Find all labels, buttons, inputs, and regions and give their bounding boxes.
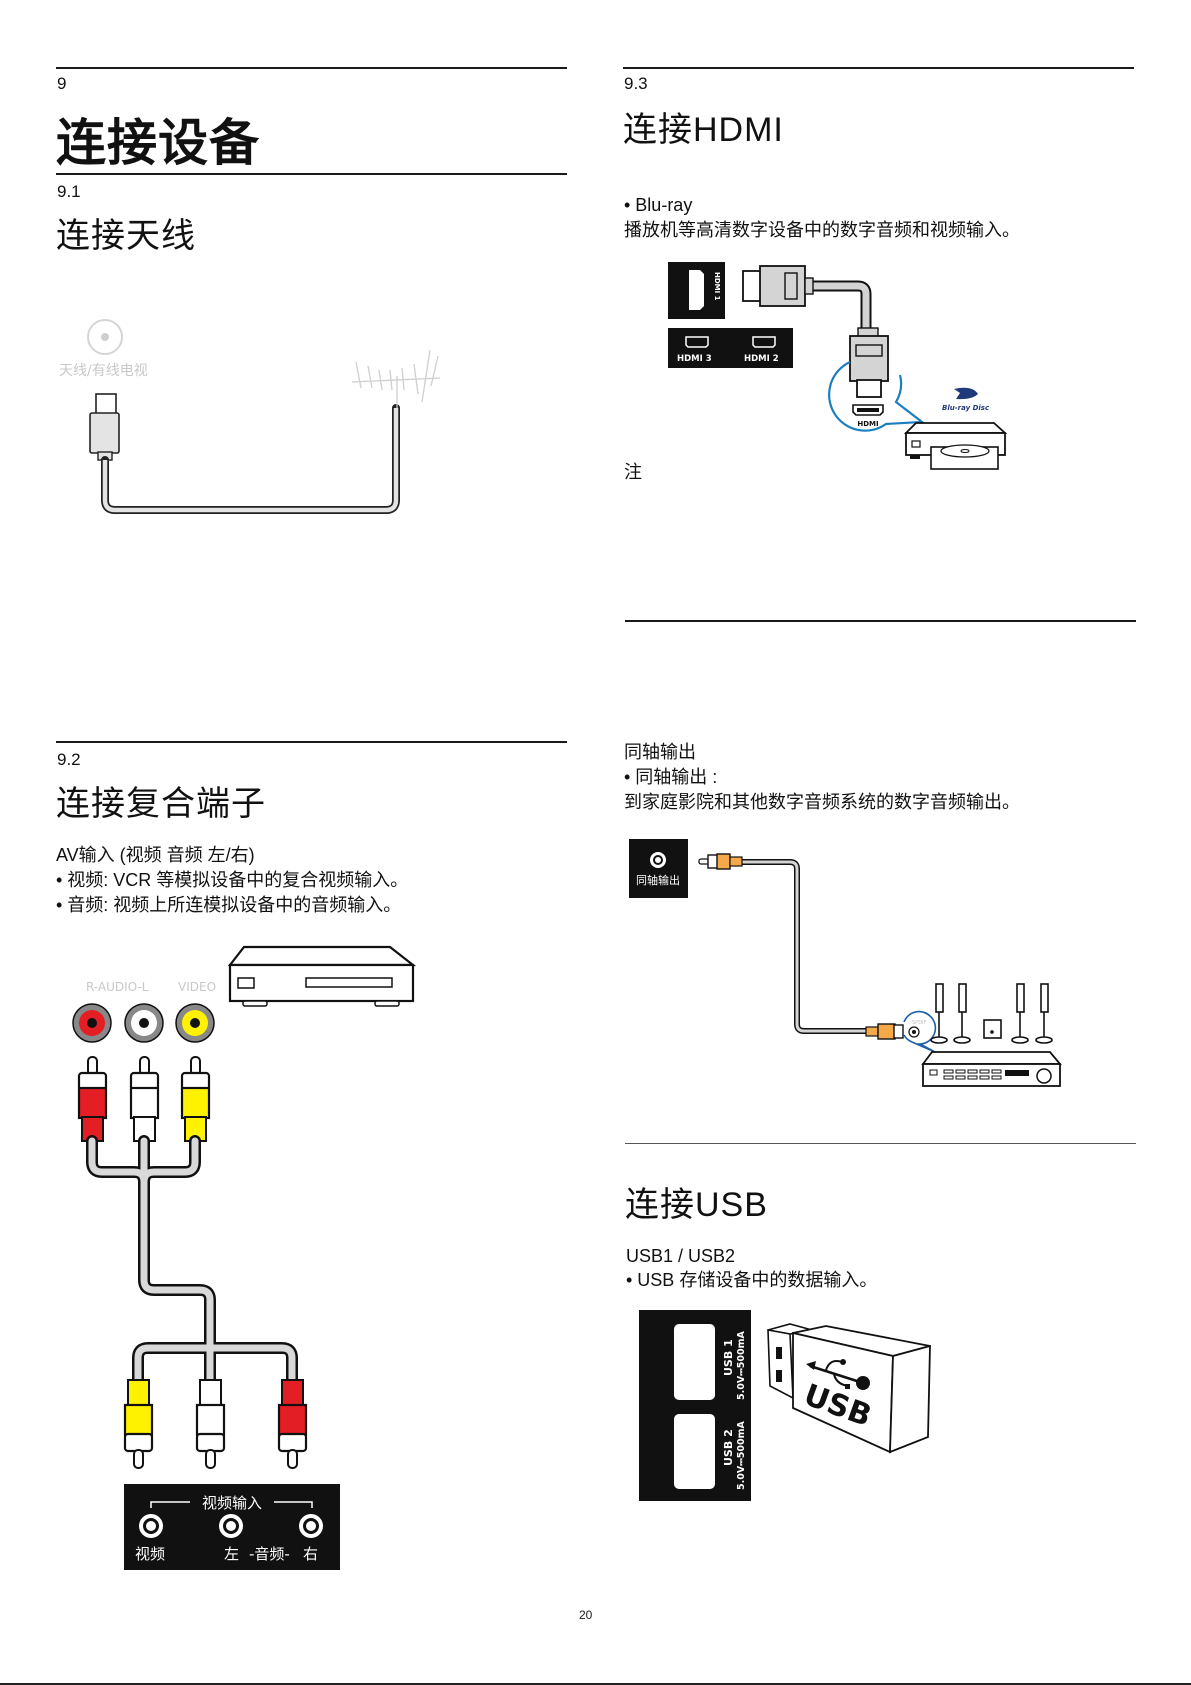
white-plug-top-icon bbox=[129, 1056, 160, 1142]
usb-stick-icon: USB bbox=[767, 1323, 931, 1454]
hdmi-bluray-line: • Blu-ray bbox=[624, 195, 693, 215]
bluray-player-icon bbox=[903, 422, 1008, 470]
tv-hdmi1-port-panel: HDMI 1 bbox=[668, 262, 725, 319]
yellow-plug-bottom-icon bbox=[123, 1379, 154, 1469]
page-bottom-edge bbox=[0, 1683, 1191, 1685]
section-9-2-number: 9.2 bbox=[57, 750, 81, 769]
usb-trident-icon bbox=[806, 1359, 870, 1390]
hdmi2-port-label: HDMI 2 bbox=[744, 354, 779, 364]
hdmi-plug-horizontal-icon bbox=[742, 265, 814, 307]
coax-plug-right-icon bbox=[865, 1023, 904, 1040]
section-9-2-rule bbox=[56, 741, 567, 743]
composite-cable bbox=[86, 1135, 298, 1386]
tv-video-jack-icon bbox=[139, 1514, 163, 1538]
hdmi3-port-label: HDMI 3 bbox=[677, 354, 712, 364]
hdmi-callout-bubble: HDMI bbox=[828, 361, 926, 432]
usb1-port-label: USB 1 bbox=[722, 1339, 735, 1376]
vcr-device-icon bbox=[227, 945, 417, 1007]
composite-video-line: • 视频: VCR 等模拟设备中的复合视频输入。 bbox=[56, 870, 409, 890]
hdmi-diagram: HDMI 1 HDMI 3 HDMI 2 HDMI bbox=[660, 250, 1020, 480]
usb1-port-spec: 5.0V⎓500mA bbox=[736, 1331, 747, 1400]
usb2-port-spec: 5.0V⎓500mA bbox=[736, 1421, 747, 1490]
coax-description-line: 到家庭影院和其他数字音频系统的数字音频输出。 bbox=[624, 792, 1020, 812]
section-9-2-title: 连接复合端子 bbox=[56, 785, 266, 823]
av-receiver-icon bbox=[921, 1051, 1062, 1087]
hdmi-callout-label: HDMI bbox=[857, 420, 878, 428]
coax-plug-icon bbox=[89, 393, 120, 461]
section-9-1-title: 连接天线 bbox=[56, 217, 196, 255]
section-9-3-title: 连接HDMI bbox=[623, 111, 784, 149]
page-number: 20 bbox=[579, 1608, 593, 1622]
white-jack-icon bbox=[124, 1003, 164, 1043]
yellow-plug-top-icon bbox=[180, 1056, 211, 1142]
hdmi-note-label: 注 bbox=[624, 462, 642, 482]
usb-diagram: USB 1 5.0V⎓500mA USB 2 5.0V⎓500mA USB bbox=[630, 1300, 950, 1510]
coax-port-icon bbox=[87, 319, 123, 355]
section-9-3-rule bbox=[623, 67, 1134, 69]
device-audio-jack-label: R-AUDIO-L bbox=[86, 980, 149, 994]
speaker-icons bbox=[930, 983, 1053, 1044]
spdif-callout-bubble: SPDIF bbox=[903, 1010, 937, 1053]
bluray-logo-icon: Blu-ray Disc bbox=[942, 387, 990, 412]
usb-description-line: • USB 存储设备中的数据输入。 bbox=[626, 1270, 878, 1290]
red-plug-top-icon bbox=[77, 1056, 108, 1142]
usb2-port-label: USB 2 bbox=[722, 1429, 735, 1466]
composite-av-input-line: AV输入 (视频 音频 左/右) bbox=[56, 845, 255, 865]
antenna-diagram: 天线/有线电视 bbox=[56, 310, 446, 520]
antenna-cable bbox=[101, 404, 400, 514]
tv-panel-title: 视频输入 bbox=[202, 1494, 262, 1512]
white-plug-bottom-icon bbox=[195, 1379, 226, 1469]
coax-bullet-line: • 同轴输出 : bbox=[624, 767, 718, 787]
tv-panel-right-label: 右 bbox=[303, 1545, 318, 1563]
device-video-jack-label: VIDEO bbox=[178, 980, 216, 994]
svg-text:HDMI 1: HDMI 1 bbox=[713, 272, 721, 301]
composite-diagram: R-AUDIO-L VIDEO bbox=[60, 940, 440, 1580]
tv-usb-port-panel: USB 1 5.0V⎓500mA USB 2 5.0V⎓500mA bbox=[639, 1310, 751, 1501]
section-9-1-rule bbox=[56, 173, 567, 175]
bluray-logo-text: Blu-ray Disc bbox=[942, 404, 990, 412]
usb-section-rule bbox=[625, 1143, 1136, 1144]
coax-heading: 同轴输出 bbox=[624, 742, 696, 762]
tv-coax-out-label: 同轴输出 bbox=[636, 873, 680, 887]
tv-panel-left-label: 左 bbox=[224, 1545, 239, 1563]
spdif-label: SPDIF bbox=[912, 1020, 927, 1026]
usb-ports-line: USB1 / USB2 bbox=[626, 1246, 736, 1266]
red-jack-icon bbox=[72, 1003, 112, 1043]
tv-coax-out-panel: 同轴输出 bbox=[629, 839, 688, 898]
tv-right-audio-jack-icon bbox=[299, 1514, 323, 1538]
tv-av-input-panel: 视频输入 视频 左 -音频- 右 bbox=[124, 1484, 340, 1570]
section-9-3-number: 9.3 bbox=[624, 74, 648, 93]
tv-hdmi2-3-port-panel: HDMI 3 HDMI 2 bbox=[668, 328, 793, 368]
chapter-title: 连接设备 bbox=[56, 115, 260, 171]
hdmi-description-line: 播放机等高清数字设备中的数字音频和视频输入。 bbox=[624, 220, 1020, 240]
hdmi-note-rule bbox=[625, 620, 1136, 622]
usb-title: 连接USB bbox=[625, 1186, 768, 1224]
red-plug-bottom-icon bbox=[277, 1379, 308, 1469]
antenna-port-label: 天线/有线电视 bbox=[59, 363, 148, 379]
hdmi-plug-vertical-icon bbox=[849, 327, 889, 398]
antenna-icon bbox=[351, 349, 441, 408]
chapter-top-rule bbox=[56, 67, 567, 69]
tv-panel-audio-label: -音频- bbox=[249, 1545, 290, 1563]
coax-diagram: 同轴输出 SPDIF bbox=[620, 830, 1080, 1090]
tv-panel-video-label: 视频 bbox=[135, 1545, 165, 1563]
yellow-jack-icon bbox=[175, 1003, 215, 1043]
chapter-number: 9 bbox=[57, 74, 67, 93]
coax-plug-left-icon bbox=[698, 853, 743, 870]
composite-audio-line: • 音频: 视频上所连模拟设备中的音频输入。 bbox=[56, 895, 402, 915]
section-9-1-number: 9.1 bbox=[57, 182, 81, 201]
tv-left-audio-jack-icon bbox=[219, 1514, 243, 1538]
